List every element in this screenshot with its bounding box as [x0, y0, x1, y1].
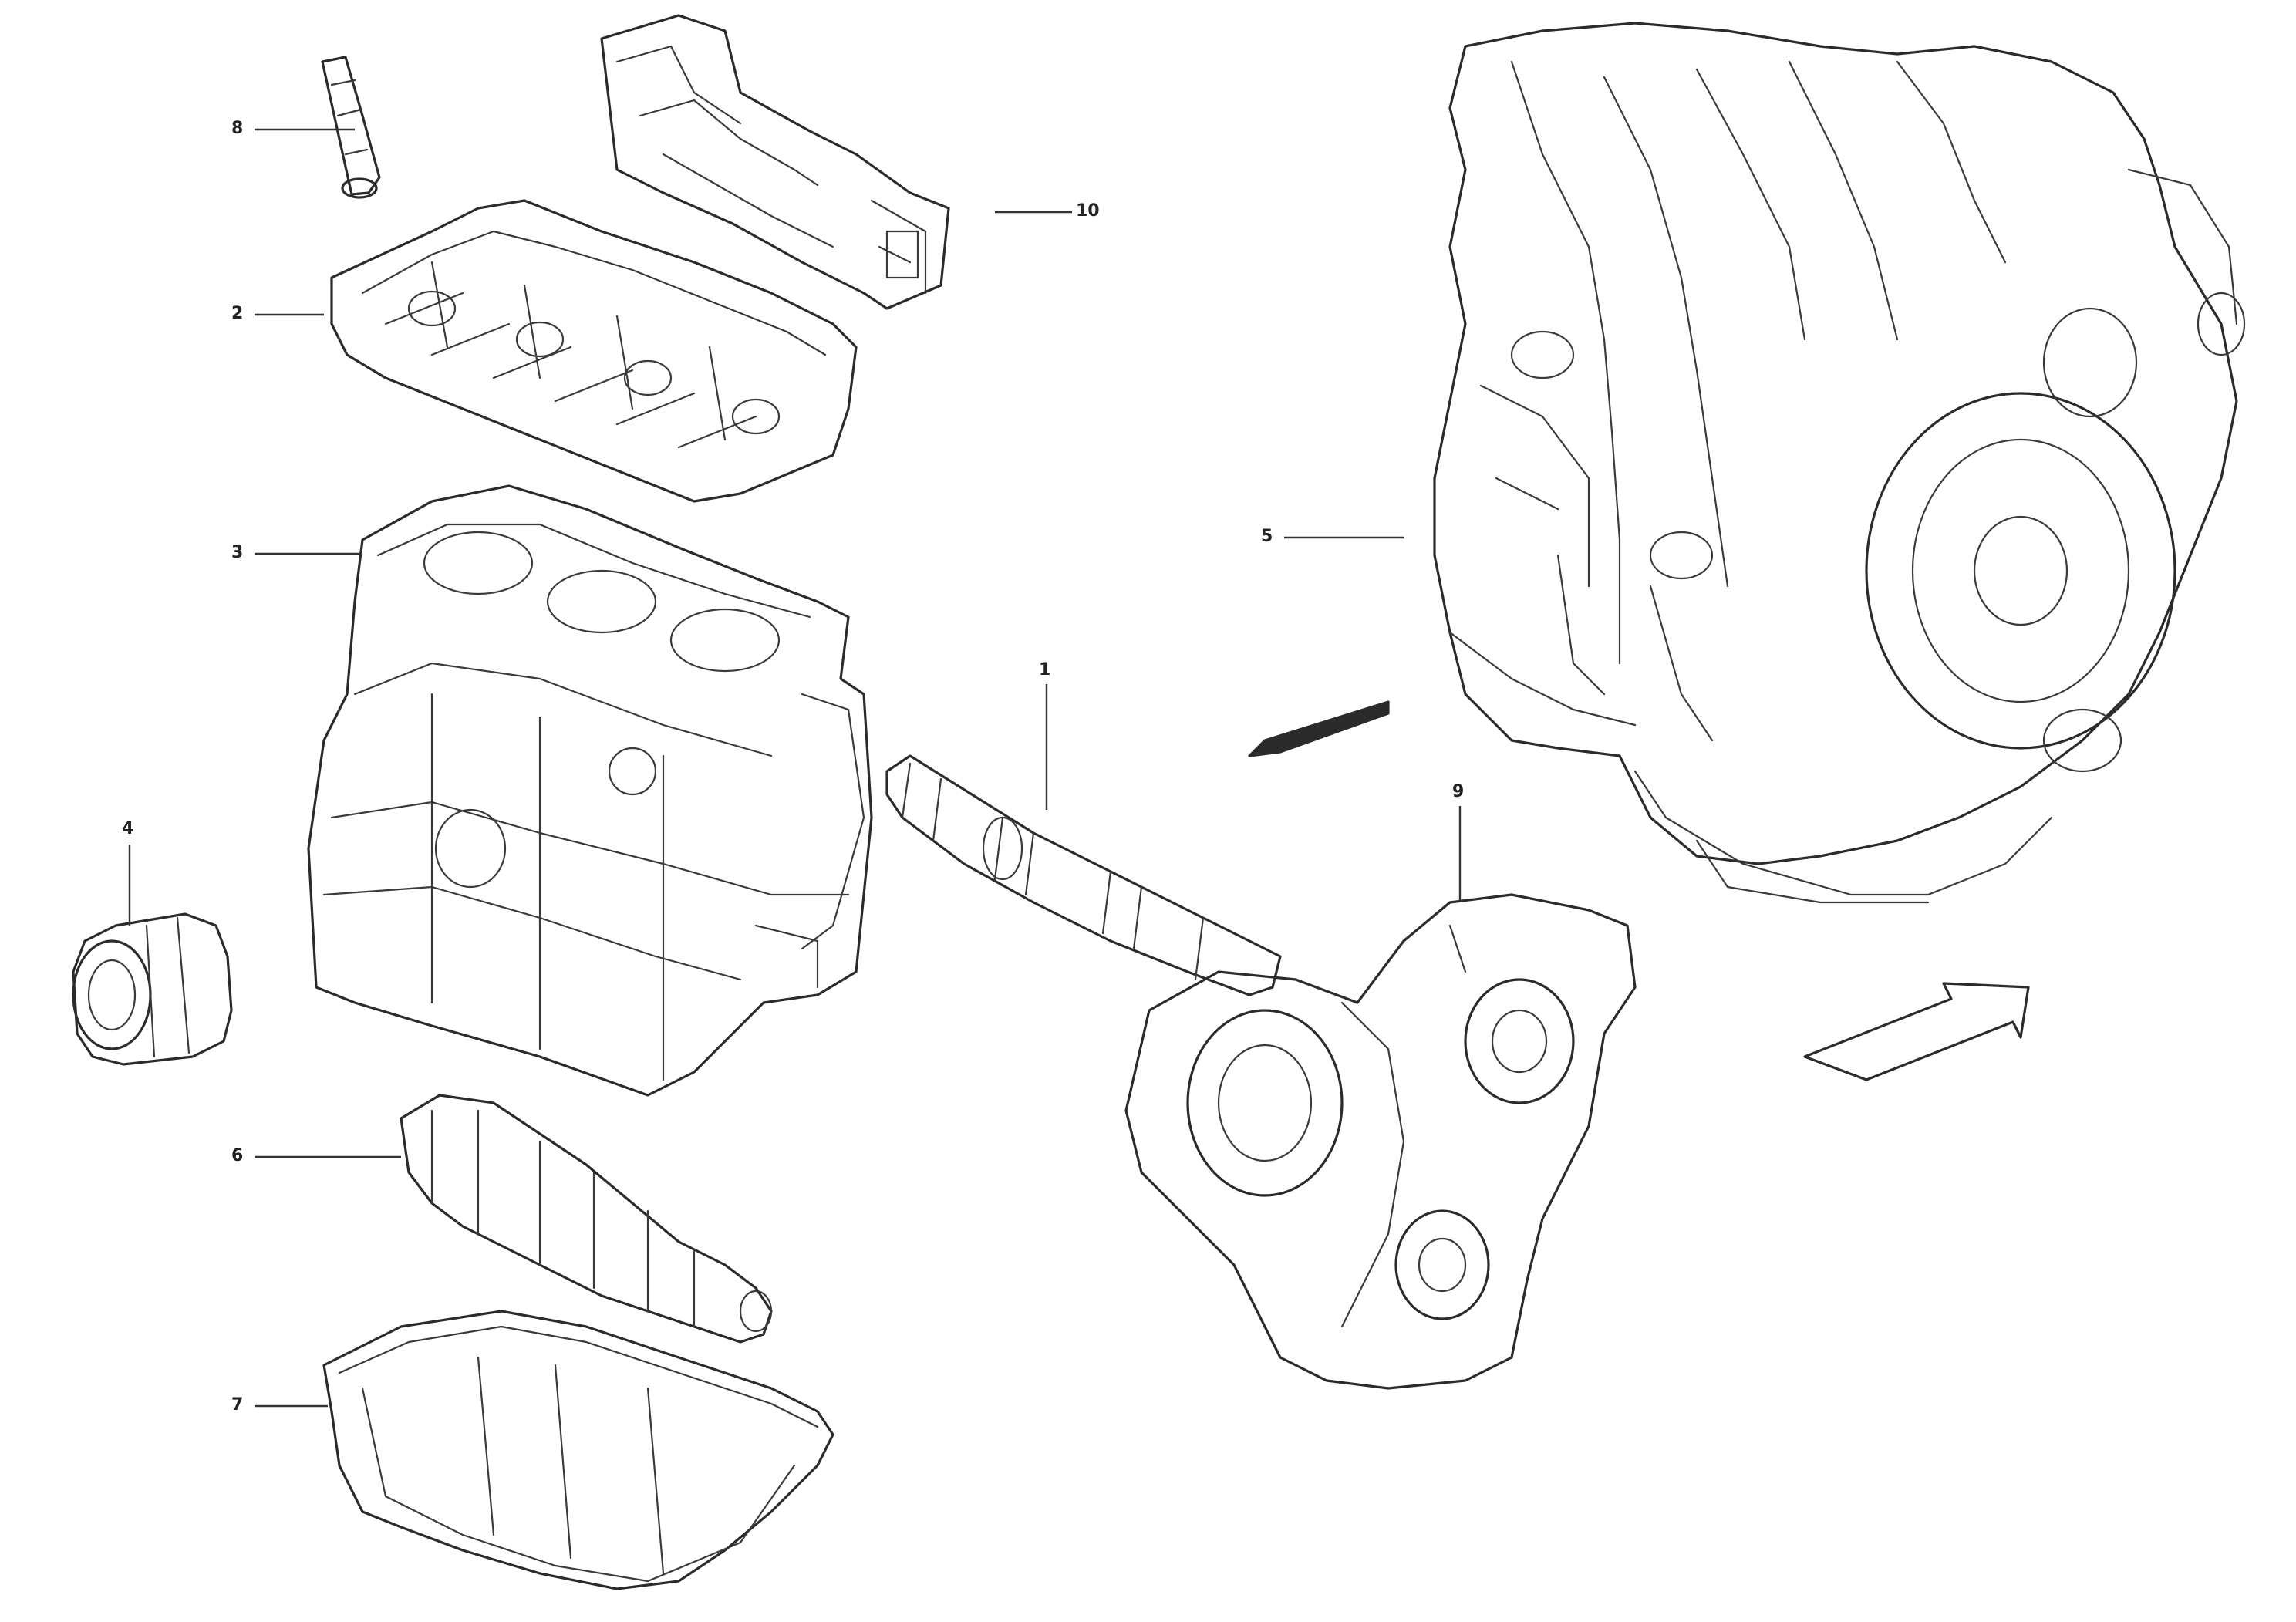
part-injector-8	[321, 56, 381, 199]
part-engine-assembly-5	[1433, 22, 2246, 904]
callout-1: 1	[1039, 660, 1051, 679]
callout-8: 8	[231, 119, 244, 138]
part-cylinder-head-2	[330, 199, 858, 503]
callout-10: 10	[1076, 201, 1100, 221]
part-bracket-10	[600, 14, 950, 310]
part-oil-pan-7	[322, 1310, 834, 1590]
callout-5: 5	[1261, 527, 1273, 546]
callout-9: 9	[1452, 782, 1465, 801]
callout-4: 4	[122, 819, 134, 838]
leader-lines	[128, 128, 1462, 1408]
callout-6: 6	[231, 1146, 244, 1165]
part-timing-cover-9	[1124, 893, 1637, 1390]
part-oil-filter-4	[72, 912, 233, 1066]
view-arrows	[1248, 700, 2030, 1081]
part-crankshaft-1	[885, 754, 1282, 996]
part-cylinder-block-3	[307, 484, 873, 1097]
callout-3: 3	[231, 543, 244, 562]
part-camshaft-6	[400, 1094, 773, 1344]
callout-2: 2	[231, 304, 244, 323]
callout-7: 7	[231, 1395, 244, 1415]
